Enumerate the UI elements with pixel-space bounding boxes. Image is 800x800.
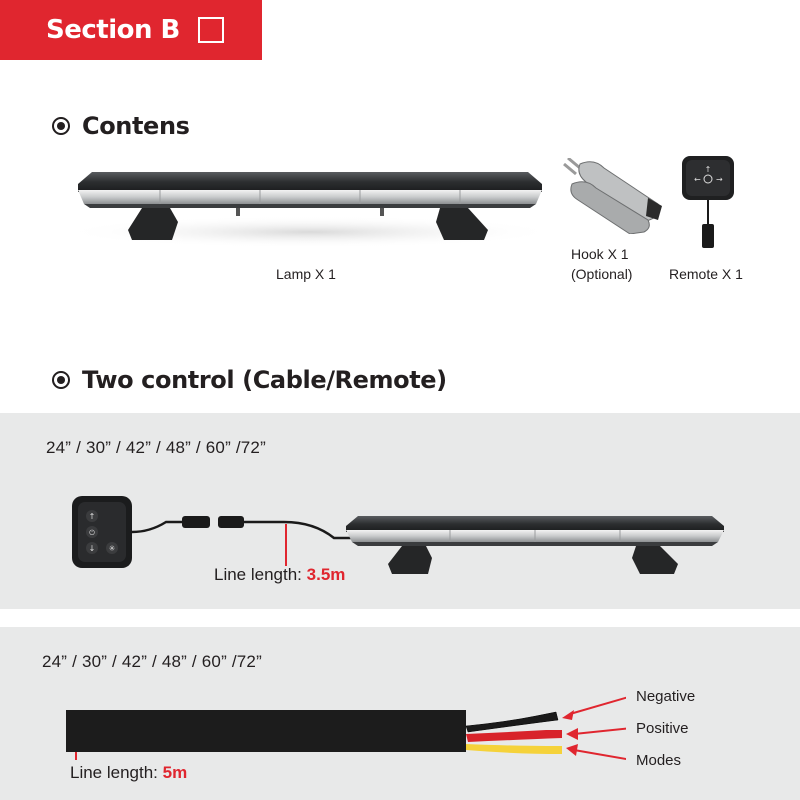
hook-caption: Hook X 1 (Optional) xyxy=(571,244,632,284)
remote-control-image: ↑ ⏻ ↓ ✳ xyxy=(72,496,210,568)
wire-label-modes: Modes xyxy=(636,752,682,769)
remote-option-sizes: 24” / 30” / 42” / 48” / 60” /72” xyxy=(46,438,266,457)
lightbar-image xyxy=(346,516,724,574)
svg-text:←: ← xyxy=(694,175,701,184)
contents-heading-text: Contens xyxy=(82,112,190,140)
cable-line-length: Line length: 5m xyxy=(70,763,187,783)
bullet-icon xyxy=(52,117,70,135)
section-tab: Section B xyxy=(0,0,262,60)
control-heading: Two control (Cable/Remote) xyxy=(52,366,447,394)
cable-option-sizes: 24” / 30” / 42” / 48” / 60” /72” xyxy=(42,652,262,671)
checkbox-icon xyxy=(197,17,224,43)
svg-text:↓: ↓ xyxy=(89,544,96,553)
remote-option-panel xyxy=(0,413,800,609)
lamp-caption: Lamp X 1 xyxy=(276,266,336,282)
line-length-value: 3.5m xyxy=(306,565,346,584)
svg-text:↑: ↑ xyxy=(89,512,96,521)
svg-text:⏻: ⏻ xyxy=(89,529,95,537)
svg-text:↑: ↑ xyxy=(705,165,712,174)
remote-line-length: Line length: 3.5m xyxy=(214,565,345,585)
remote-control-image: ↑ ← → xyxy=(682,156,734,248)
svg-text:✳: ✳ xyxy=(109,544,116,553)
contents-heading: Contens xyxy=(52,112,190,140)
hook-bracket-image xyxy=(563,158,662,234)
hook-caption-line1: Hook X 1 xyxy=(571,246,629,262)
cable-image xyxy=(66,696,626,760)
wire-label-negative: Negative xyxy=(636,688,696,705)
cable-connector-image xyxy=(218,516,364,566)
bullet-icon xyxy=(52,371,70,389)
svg-text:→: → xyxy=(716,175,723,184)
wire-label-positive: Positive xyxy=(636,720,689,737)
hook-caption-line2: (Optional) xyxy=(571,266,633,282)
line-length-value: 5m xyxy=(162,763,188,782)
line-length-label: Line length: xyxy=(214,565,302,584)
lightbar-image xyxy=(70,172,550,248)
line-length-label: Line length: xyxy=(70,763,158,782)
control-heading-text: Two control (Cable/Remote) xyxy=(82,366,447,394)
remote-caption: Remote X 1 xyxy=(669,266,743,282)
section-title: Section B xyxy=(46,15,180,45)
